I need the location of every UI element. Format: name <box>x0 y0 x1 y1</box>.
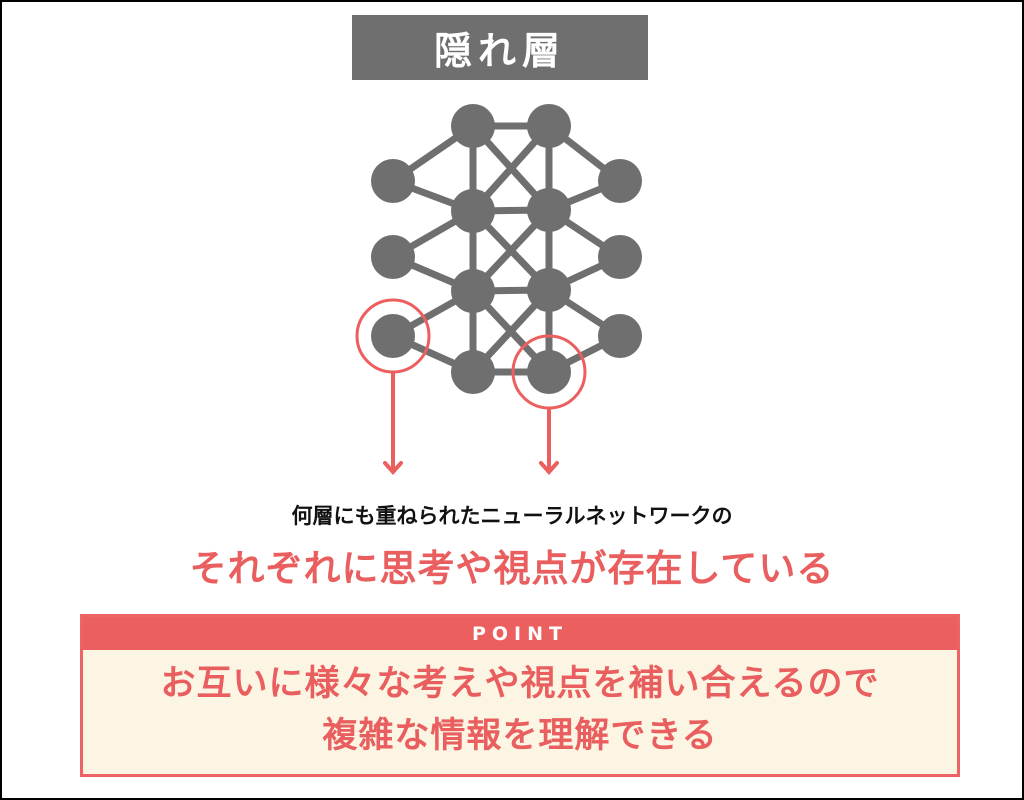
node <box>451 350 495 394</box>
node <box>598 235 642 279</box>
arrow-head-icon <box>539 461 559 476</box>
node <box>527 104 571 148</box>
node <box>527 350 571 394</box>
point-label: POINT <box>83 617 957 650</box>
node <box>527 268 571 312</box>
node <box>451 269 495 313</box>
node <box>451 104 495 148</box>
node <box>598 314 642 358</box>
node <box>598 159 642 203</box>
node <box>371 159 415 203</box>
caption-sub: 何層にも重ねられたニューラルネットワークの <box>291 504 733 528</box>
point-text: お互いに様々な考えや視点を補い合えるので 複雑な情報を理解できる <box>83 650 957 762</box>
node <box>527 188 571 232</box>
caption-main: それぞれに思考や視点が存在している <box>189 547 835 590</box>
arrow-head-icon <box>383 461 403 476</box>
page-title: 隠れ層 <box>352 15 648 80</box>
node <box>371 235 415 279</box>
point-line-2: 複雑な情報を理解できる <box>322 716 718 756</box>
point-line-1: お互いに様々な考えや視点を補い合えるので <box>160 664 880 704</box>
point-box: POINT お互いに様々な考えや視点を補い合えるので 複雑な情報を理解できる <box>80 614 960 777</box>
node <box>451 189 495 233</box>
node <box>371 314 415 358</box>
